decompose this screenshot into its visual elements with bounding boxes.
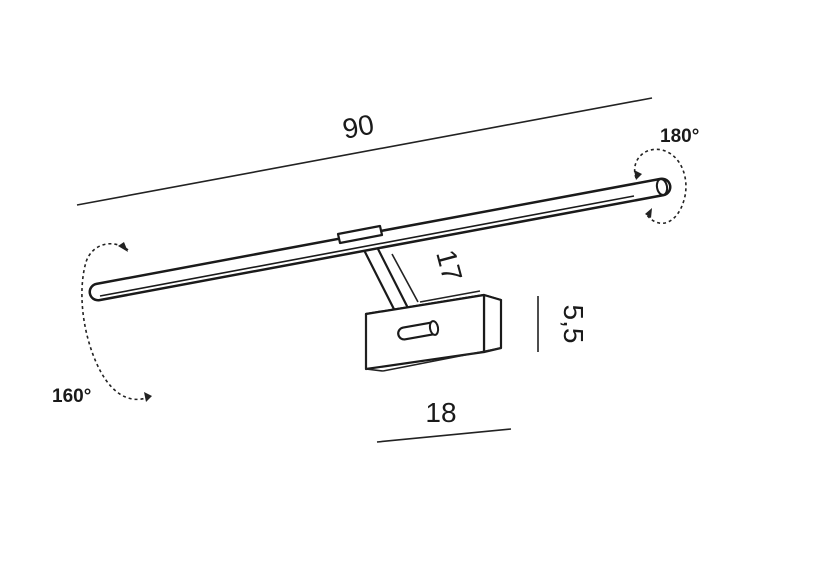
lamp-light-bar xyxy=(88,177,672,302)
height-label: 5,5 xyxy=(558,305,589,344)
lamp-wall-base xyxy=(364,293,503,372)
base-width-label: 18 xyxy=(425,397,456,428)
arm-dimension-line xyxy=(391,253,419,303)
length-label: 90 xyxy=(340,109,376,145)
left-rotation-arrow-icon xyxy=(81,242,152,402)
arm-dimension-tick xyxy=(419,290,481,303)
arm-length-label: 17 xyxy=(430,246,468,284)
right-rotation-label: 180° xyxy=(660,126,699,147)
lamp-joint-knob xyxy=(397,320,440,341)
base-width-dimension-line xyxy=(376,428,512,443)
right-rotation-arrow-icon xyxy=(633,148,687,225)
lamp-bar-clamp xyxy=(336,224,384,245)
length-dimension-line xyxy=(76,97,653,206)
left-rotation-label: 160° xyxy=(52,386,91,407)
